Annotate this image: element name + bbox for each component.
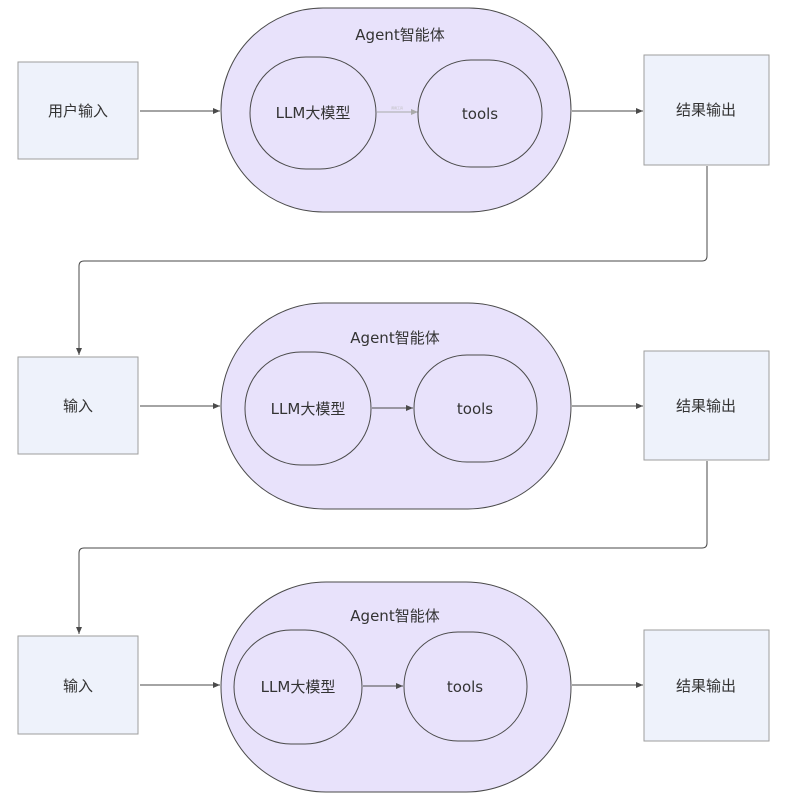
agent-label: Agent智能体 <box>350 607 439 625</box>
row-1: 用户输入 Agent智能体 LLM大模型 调用工具 tools 结果输出 <box>17 7 770 213</box>
tools-node <box>403 631 528 742</box>
llm-node <box>233 629 363 745</box>
edge-llm-to-tools-label: 调用工具 <box>391 105 403 110</box>
output-node <box>643 350 770 461</box>
tools-node-label: tools <box>447 678 483 696</box>
input-node-label: 输入 <box>63 677 93 695</box>
output-node-label: 结果输出 <box>676 397 736 415</box>
llm-node <box>249 56 377 170</box>
input-node-label: 用户输入 <box>48 102 108 120</box>
input-node <box>17 61 139 160</box>
input-node-label: 输入 <box>63 397 93 415</box>
input-node <box>17 635 139 735</box>
llm-node-label: LLM大模型 <box>276 104 351 122</box>
row-3: 输入 Agent智能体 LLM大模型 tools 结果输出 <box>17 581 770 793</box>
output-node-label: 结果输出 <box>676 101 736 119</box>
edge-output1-to-input2 <box>76 166 708 355</box>
input-node <box>17 356 139 455</box>
llm-node-label: LLM大模型 <box>261 678 336 696</box>
llm-node-label: LLM大模型 <box>271 400 346 418</box>
agent-label: Agent智能体 <box>355 26 444 44</box>
row-2: 输入 Agent智能体 LLM大模型 tools 结果输出 <box>17 302 770 510</box>
edge-output2-to-input3 <box>76 461 708 634</box>
tools-node-label: tools <box>457 400 493 418</box>
tools-node-label: tools <box>462 105 498 123</box>
agent-label: Agent智能体 <box>350 329 439 347</box>
tools-node <box>413 354 538 463</box>
llm-node <box>244 351 372 466</box>
output-node <box>643 629 770 742</box>
tools-node <box>417 59 543 168</box>
output-node <box>643 54 770 166</box>
output-node-label: 结果输出 <box>676 677 736 695</box>
